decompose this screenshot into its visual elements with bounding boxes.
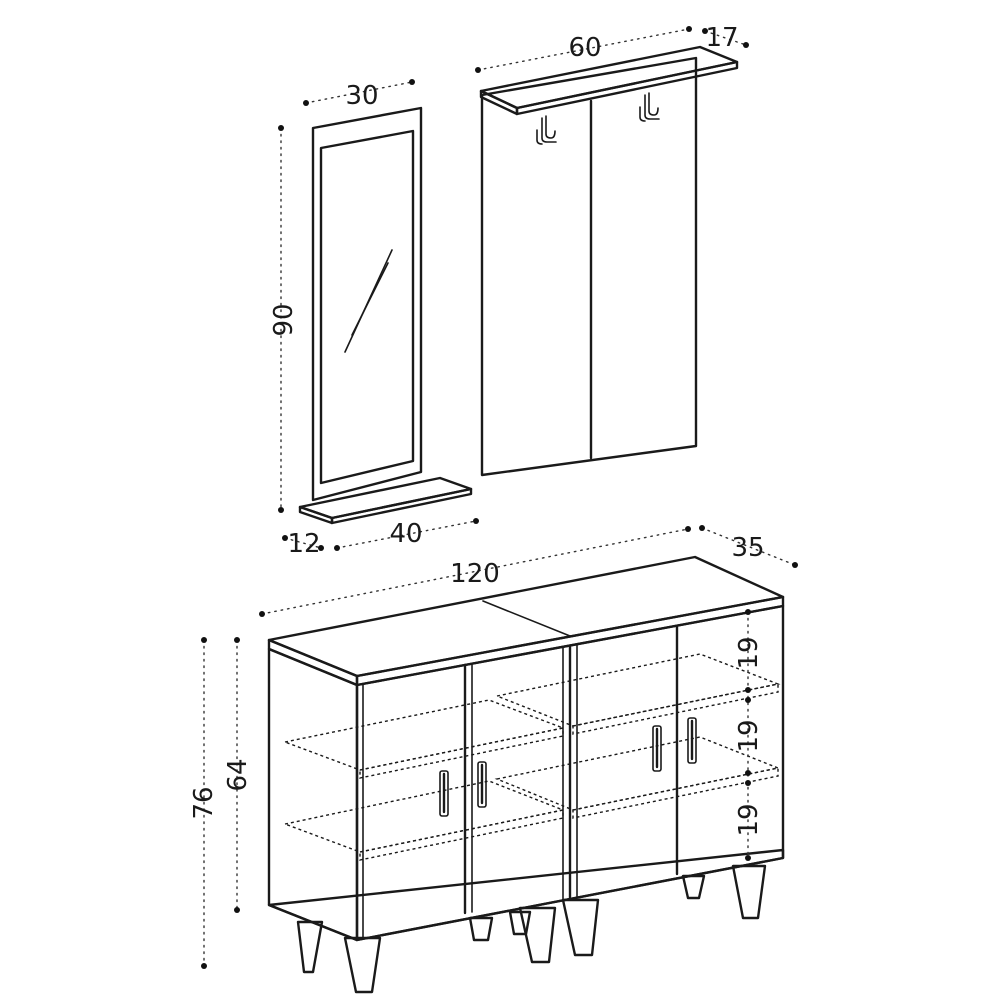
mirror-shelf-depth-dimension: 12: [282, 529, 324, 559]
coat-rack-shelf-front: [479, 89, 519, 116]
mirror-glass: [319, 129, 415, 485]
shoe-cabinet-unit: [267, 555, 785, 994]
coat-rack-width-dimension: 60: [475, 26, 692, 73]
cabinet-leg: [508, 910, 532, 936]
door-handle: [652, 725, 662, 772]
coat-rack-depth-dimension: 17: [702, 23, 749, 53]
cabinet-depth-dimension: 35: [699, 525, 798, 568]
mirror-height-label: 90: [269, 303, 299, 336]
hidden-shelf-edge: [359, 809, 564, 861]
door-handle: [477, 761, 487, 808]
cabinet-top-seam: [482, 600, 571, 637]
door-handle: [687, 717, 697, 764]
mirror-shelf-width-dimension: 40: [334, 518, 479, 551]
hidden-shelf: [282, 699, 566, 771]
mirror-shelf-width-label: 40: [389, 519, 422, 549]
cabinet-leg: [518, 906, 557, 964]
mirror-shelf-front: [298, 505, 334, 525]
cabinet-leg: [343, 936, 382, 994]
mirror-frame: [311, 106, 423, 502]
mirror-shelf-side: [330, 487, 473, 525]
cabinet-body-height-dimension: 64: [223, 637, 253, 913]
cabinet-total-height-dimension: 76: [189, 637, 219, 969]
mirror-width-dimension: 30: [303, 79, 415, 111]
coat-hook-icon: [639, 92, 660, 122]
door-handle: [439, 770, 449, 817]
cabinet-base: [267, 848, 785, 942]
cabinet-top-left-edge: [267, 638, 359, 687]
hidden-shelf: [494, 736, 781, 811]
cabinet-width-dimension: 120: [259, 526, 691, 617]
cabinet-leg: [681, 874, 706, 900]
shelf-spacing-label: 19: [734, 803, 764, 836]
coat-rack-unit: [479, 45, 739, 477]
hidden-shelf-edge: [572, 767, 779, 819]
cabinet-shelf-spacing-dimension: 19 19 19: [734, 609, 764, 861]
coat-rack-shelf-top: [479, 45, 739, 110]
mirror-unit: [298, 106, 473, 525]
coat-hook-icon: [536, 115, 557, 145]
coat-rack-panel: [480, 56, 698, 477]
cabinet-body-height-label: 64: [223, 758, 253, 791]
cabinet-leg: [561, 898, 600, 957]
cabinet-top: [267, 555, 785, 678]
mirror-height-dimension: 90: [269, 125, 299, 513]
hidden-shelf: [282, 780, 566, 853]
mirror-shelf-depth-label: 12: [287, 529, 320, 559]
coat-rack-depth-label: 17: [705, 23, 738, 53]
mirror-glare-line: [351, 262, 389, 336]
coat-rack-width-label: 60: [568, 33, 601, 63]
cabinet-leg: [731, 864, 767, 920]
cabinet-total-height-label: 76: [189, 786, 219, 819]
shelf-spacing-label: 19: [734, 636, 764, 669]
cabinet-leg: [468, 916, 494, 942]
hidden-shelf-edge: [359, 727, 564, 779]
cabinet-leg: [296, 920, 324, 974]
cabinet-width-label: 120: [450, 559, 500, 589]
hidden-shelf-edge: [572, 683, 779, 735]
shelf-spacing-label: 19: [734, 719, 764, 752]
coat-rack-shelf-side: [515, 60, 739, 116]
hidden-shelf: [494, 653, 781, 727]
mirror-width-label: 30: [345, 81, 378, 111]
cabinet-depth-label: 35: [731, 533, 764, 563]
